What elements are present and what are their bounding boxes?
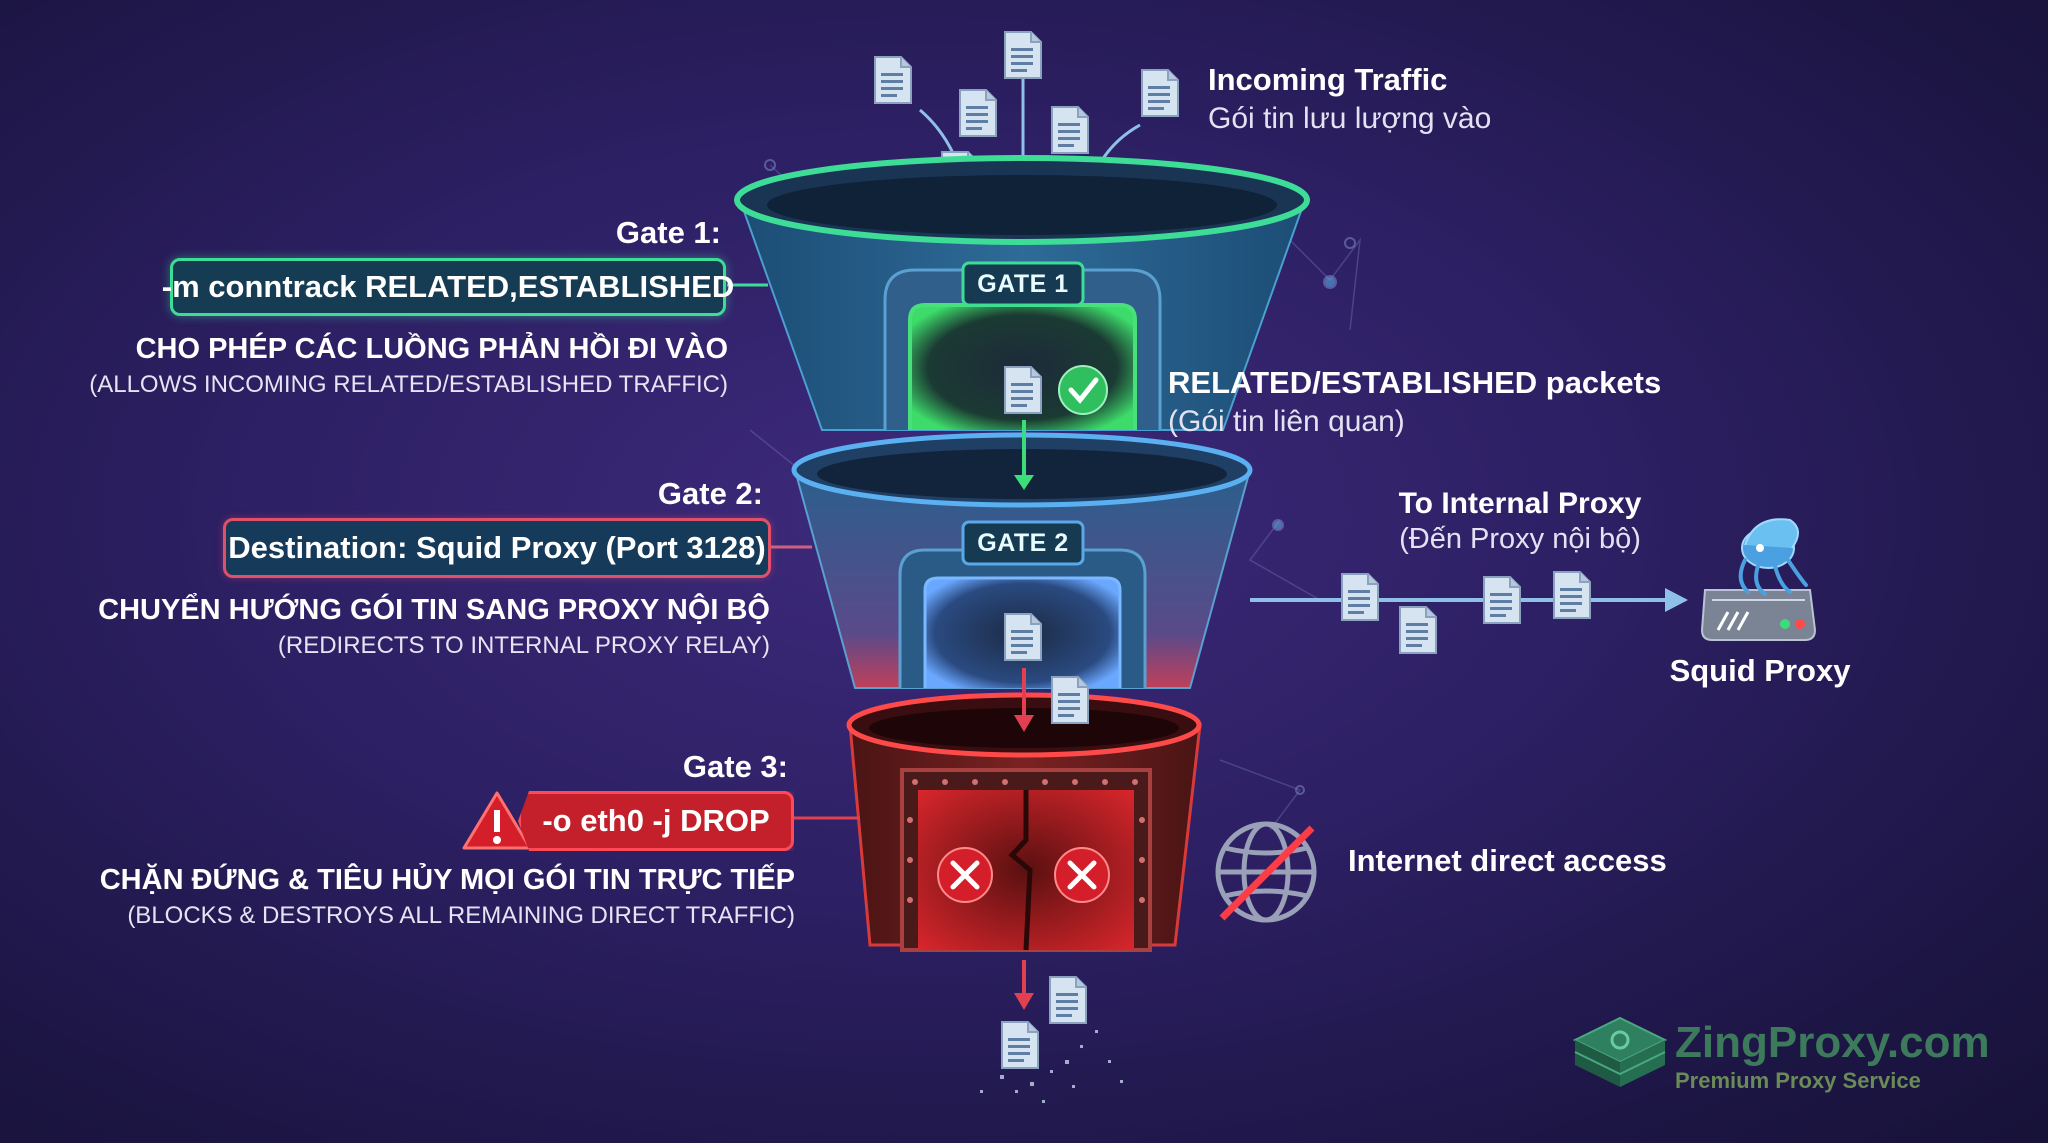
document-icon [1001, 1021, 1039, 1069]
document-icon [1004, 366, 1042, 414]
gate-2-title: Gate 2: [657, 476, 763, 511]
gate-1-rule: -m conntrack RELATED,ESTABLISHED [162, 258, 734, 316]
document-icon [1483, 576, 1521, 624]
funnel-gate-3 [846, 692, 1202, 952]
to-proxy-subtitle: (Đến Proxy nội bộ) [1399, 523, 1641, 555]
incoming-traffic-label: Incoming Traffic Gói tin lưu lượng vào [1208, 62, 1491, 136]
document-icon [1004, 613, 1042, 661]
brand: ZingProxy.com Premium Proxy Service [1675, 1018, 1990, 1094]
gate-2-label: GATE 2 [977, 529, 1069, 557]
internet-access-label: Internet direct access [1348, 843, 1667, 878]
globe-blocked-icon [1215, 821, 1317, 923]
squid-proxy-label: Squid Proxy [1669, 653, 1851, 688]
related-title: RELATED/ESTABLISHED packets [1168, 365, 1662, 400]
gate-1-label: GATE 1 [977, 270, 1069, 298]
document-icon [1004, 31, 1042, 79]
related-subtitle: (Gói tin liên quan) [1168, 405, 1405, 438]
document-icon [1049, 976, 1087, 1024]
warning-triangle-icon [462, 791, 532, 850]
brand-name: ZingProxy.com [1675, 1018, 1990, 1067]
incoming-title: Incoming Traffic [1208, 62, 1448, 97]
x-circle-icon [937, 847, 993, 903]
gate-2-heading: CHUYỂN HƯỚNG GÓI TIN SANG PROXY NỘI BỘ [98, 594, 770, 626]
gate-3-rule: -o eth0 -j DROP [518, 791, 794, 851]
gate-3-description: (BLOCKS & DESTROYS ALL REMAINING DIRECT … [127, 902, 795, 929]
document-icon [1341, 573, 1379, 621]
squid-server-icon [1700, 518, 1817, 641]
document-icon [874, 56, 912, 104]
document-icon [1553, 571, 1591, 619]
document-icon [959, 89, 997, 137]
x-circle-icon [1054, 847, 1110, 903]
to-proxy-label: To Internal Proxy (Đến Proxy nội bộ) [1380, 487, 1660, 556]
document-icon [1051, 676, 1089, 724]
to-proxy-title: To Internal Proxy [1398, 487, 1642, 520]
gate-3-heading: CHẶN ĐỨNG & TIÊU HỦY MỌI GÓI TIN TRỰC TI… [99, 864, 795, 896]
network-nodes [764, 159, 1356, 795]
to-proxy-arrow [1250, 588, 1688, 612]
zingproxy-logo-icon [1572, 1016, 1668, 1087]
brand-tagline: Premium Proxy Service [1675, 1068, 1921, 1093]
funnel-gate-2 [791, 432, 1253, 689]
gate-2-description: (REDIRECTS TO INTERNAL PROXY RELAY) [277, 632, 770, 659]
destroyed-particles [980, 1030, 1123, 1103]
connector-lines [727, 283, 860, 820]
gate-2-rule: Destination: Squid Proxy (Port 3128) [223, 518, 771, 578]
gate-1-heading: CHO PHÉP CÁC LUỒNG PHẢN HỒI ĐI VÀO [135, 333, 728, 365]
related-packets-label: RELATED/ESTABLISHED packets (Gói tin liê… [1168, 365, 1661, 439]
document-icon [1141, 69, 1179, 117]
flow-arrows [1014, 420, 1034, 1010]
gate-3-title: Gate 3: [682, 749, 788, 784]
document-icon [1051, 106, 1089, 154]
document-icon [1399, 606, 1437, 654]
check-circle-icon [1058, 365, 1108, 415]
incoming-subtitle: Gói tin lưu lượng vào [1208, 102, 1492, 135]
gate-1-title: Gate 1: [615, 215, 721, 250]
gate-1-description: (ALLOWS INCOMING RELATED/ESTABLISHED TRA… [89, 371, 728, 398]
